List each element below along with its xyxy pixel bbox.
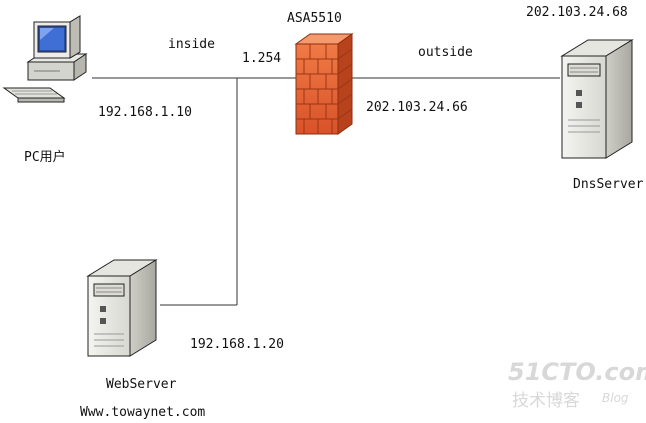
firewall-icon: [294, 33, 354, 135]
web-ip-label: 192.168.1.20: [190, 337, 284, 352]
watermark-site: 51CTO.com: [508, 358, 646, 386]
pc-icon: [2, 15, 88, 103]
outside-label: outside: [418, 45, 473, 60]
web-server-icon: [86, 259, 158, 357]
pc-name-label: PC用户: [24, 150, 66, 165]
firewall-outside-ip-label: 202.103.24.66: [366, 100, 468, 115]
watermark: 51CTO.com 技术博客 Blog: [508, 358, 646, 411]
inside-label: inside: [168, 37, 215, 52]
watermark-tagline: 技术博客: [512, 391, 580, 411]
web-url-label: Www.towaynet.com: [80, 405, 206, 420]
dns-ip-label: 202.103.24.68: [526, 5, 628, 20]
firewall-inside-ip-label: 1.254: [242, 51, 282, 66]
web-name-label: WebServer: [106, 377, 177, 392]
connection-lines: [92, 77, 560, 306]
firewall-name-label: ASA5510: [287, 11, 342, 26]
watermark-blog: Blog: [602, 391, 629, 405]
pc-ip-label: 192.168.1.10: [98, 105, 192, 120]
dns-server-icon: [560, 39, 634, 159]
dns-name-label: DnsServer: [573, 177, 644, 192]
